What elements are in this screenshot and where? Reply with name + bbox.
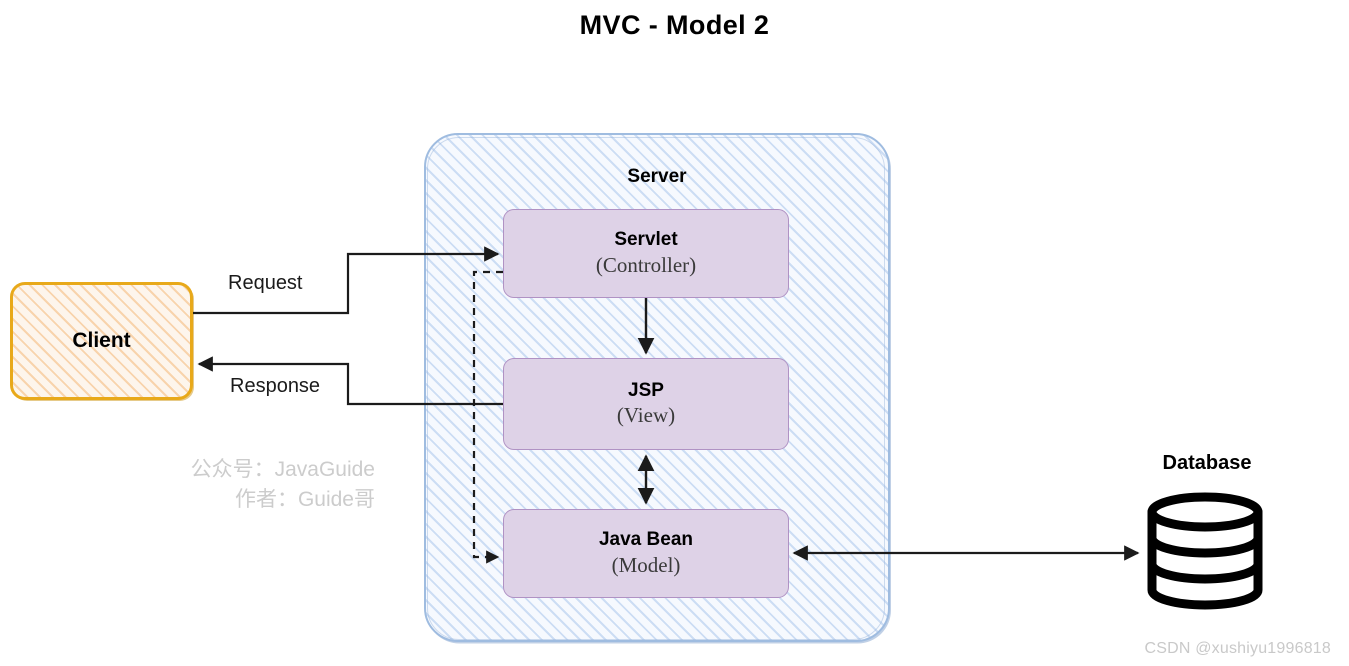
node-client: Client [10,282,193,400]
node-java-bean: Java Bean (Model) [503,509,789,598]
node-servlet: Servlet (Controller) [503,209,789,298]
watermark-javaguide-line1: 公众号：JavaGuide [190,458,375,481]
database-cylinder-icon [1147,492,1263,610]
node-java-bean-title: Java Bean [598,529,693,551]
node-java-bean-subtitle: (Model) [611,552,681,577]
database-label: Database [1162,452,1252,474]
page-title: MVC - Model 2 [579,10,770,40]
node-servlet-subtitle: (Controller) [595,252,697,277]
server-label: Server [627,166,687,187]
edge-label-request: Request [228,272,303,294]
watermark-csdn: CSDN @xushiyu1996818 [1144,640,1331,657]
watermark-javaguide-line2: 作者：Guide哥 [234,488,375,512]
node-jsp-title: JSP [628,379,664,401]
node-jsp: JSP (View) [503,358,789,450]
node-servlet-title: Servlet [614,229,678,251]
node-jsp-subtitle: (View) [616,403,676,428]
node-client-label: Client [72,329,131,352]
watermark-javaguide: 公众号：JavaGuide 作者：Guide哥 [140,455,375,516]
edge-label-response: Response [230,375,321,397]
